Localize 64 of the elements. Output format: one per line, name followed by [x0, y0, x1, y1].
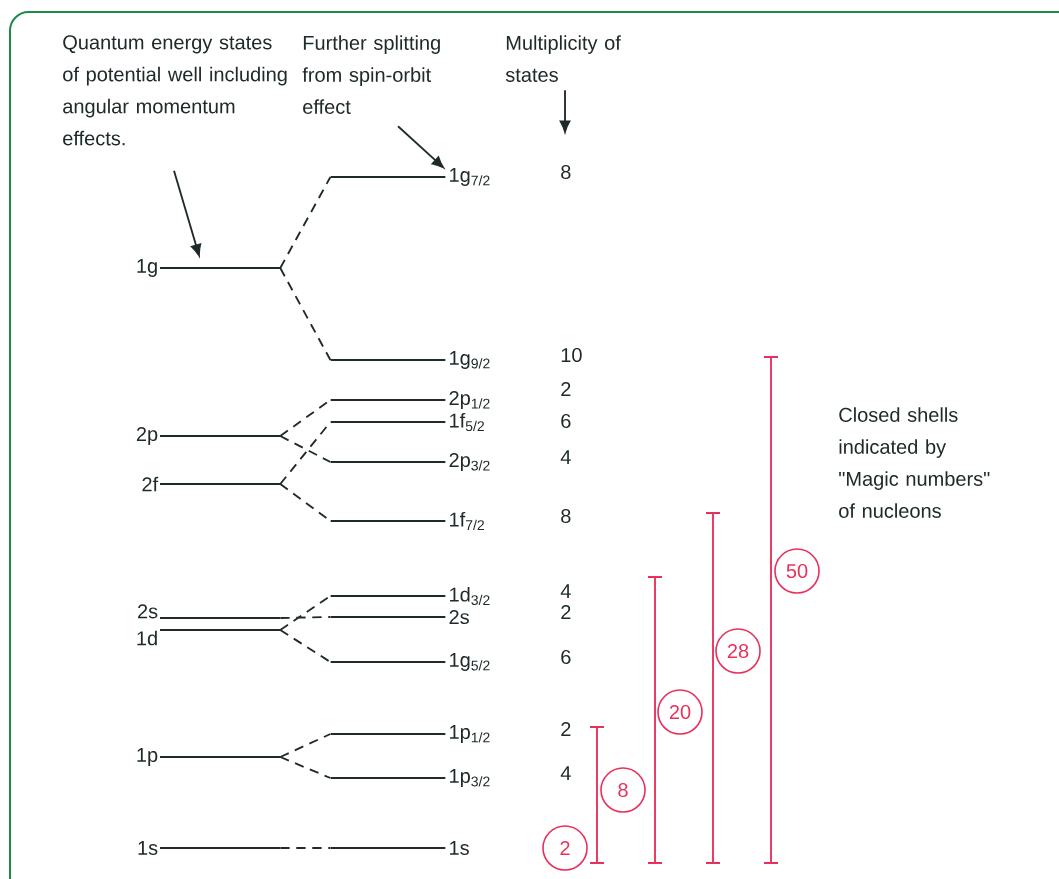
splitting-line — [279, 733, 332, 758]
node-label: 1p$_{3/2}$ — [450, 769, 490, 787]
node-label: 1p$_{1/2}$ — [450, 725, 490, 743]
energy-level: 1p$_{1/2}$ — [330, 725, 490, 743]
node-label: 2p — [136, 426, 158, 446]
splitting-line — [279, 616, 332, 619]
splitting-line — [279, 176, 332, 269]
node-label: 1d$_{3/2}$ — [450, 586, 490, 606]
heading-text: Multiplicity of states — [505, 35, 621, 82]
multiplicity-number: 2 — [561, 605, 571, 619]
heading-text: Further splitting from spin-orbit effect — [302, 35, 440, 114]
splitting-line — [279, 267, 332, 361]
pointer-arrow — [397, 125, 444, 169]
energy-level: 2s — [330, 609, 469, 625]
energy-level: 1f$_{7/2}$ — [330, 511, 484, 531]
multiplicity-number: 2 — [561, 722, 571, 736]
energy-level: 2p$_{1/2}$ — [330, 390, 490, 410]
energy-level: 1f$_{5/2}$ — [330, 412, 484, 432]
multiplicity-number: 6 — [561, 413, 571, 429]
node-label: 1s — [138, 841, 158, 855]
multiplicity-number: 4 — [560, 450, 571, 464]
multiplicity-number: 10 — [561, 347, 582, 363]
node-label: 1s — [450, 841, 469, 855]
splitting-line — [279, 756, 332, 779]
node-label: 2p$_{3/2}$ — [449, 452, 490, 472]
energy-level: 1s — [330, 841, 469, 855]
multiplicity-number: 4 — [560, 766, 571, 780]
energy-level: 2s — [138, 604, 280, 620]
energy-level: 1p$_{3/2}$ — [330, 769, 490, 787]
energy-level: 1p — [137, 748, 280, 766]
node-label: 2p$_{1/2}$ — [449, 390, 490, 410]
energy-level: 1g$_{5/2}$ — [330, 653, 490, 671]
node-label: 2s — [449, 609, 469, 625]
node-label: 1g$_{5/2}$ — [450, 653, 490, 671]
multiplicity-number: 2 — [561, 382, 571, 396]
pointer-arrow — [173, 169, 202, 257]
pointer-arrow — [559, 89, 571, 133]
splitting-line — [279, 435, 332, 463]
multiplicity-number: 6 — [561, 649, 571, 665]
energy-level: 2f — [142, 476, 280, 492]
node-label: 2f — [142, 476, 159, 492]
splitting-line — [279, 629, 332, 663]
energy-level: 1g — [137, 259, 280, 277]
node-label: 1g$_{7/2}$ — [450, 168, 490, 186]
energy-level: 1s — [138, 841, 280, 855]
energy-level: 2p$_{3/2}$ — [330, 452, 490, 472]
node-label: 1p — [137, 748, 158, 766]
energy-level: 1g$_{7/2}$ — [330, 168, 490, 186]
node-label: 1g$_{9/2}$ — [450, 351, 490, 369]
splitting-line — [279, 847, 332, 849]
multiplicity-number: 8 — [561, 508, 571, 524]
node-label: 1f$_{7/2}$ — [450, 511, 484, 531]
energy-level: 1g$_{9/2}$ — [330, 351, 490, 369]
energy-level: 1d — [137, 628, 280, 646]
node-label: 1d — [137, 630, 157, 646]
energy-level: 2p — [136, 426, 280, 446]
multiplicity-number: 8 — [561, 164, 571, 180]
multiplicity-number: 4 — [560, 584, 571, 598]
energy-level: 1d$_{3/2}$ — [330, 586, 490, 606]
note-text: Closed shells indicated by "Magic numbers" of nucleons — [839, 407, 990, 518]
node-label: 1f$_{5/2}$ — [450, 412, 484, 432]
heading-text: Quantum energy states of potential well including angular momentum effects. — [63, 35, 287, 146]
node-label: 2s — [138, 604, 158, 619]
node-label: 1g — [137, 259, 157, 277]
